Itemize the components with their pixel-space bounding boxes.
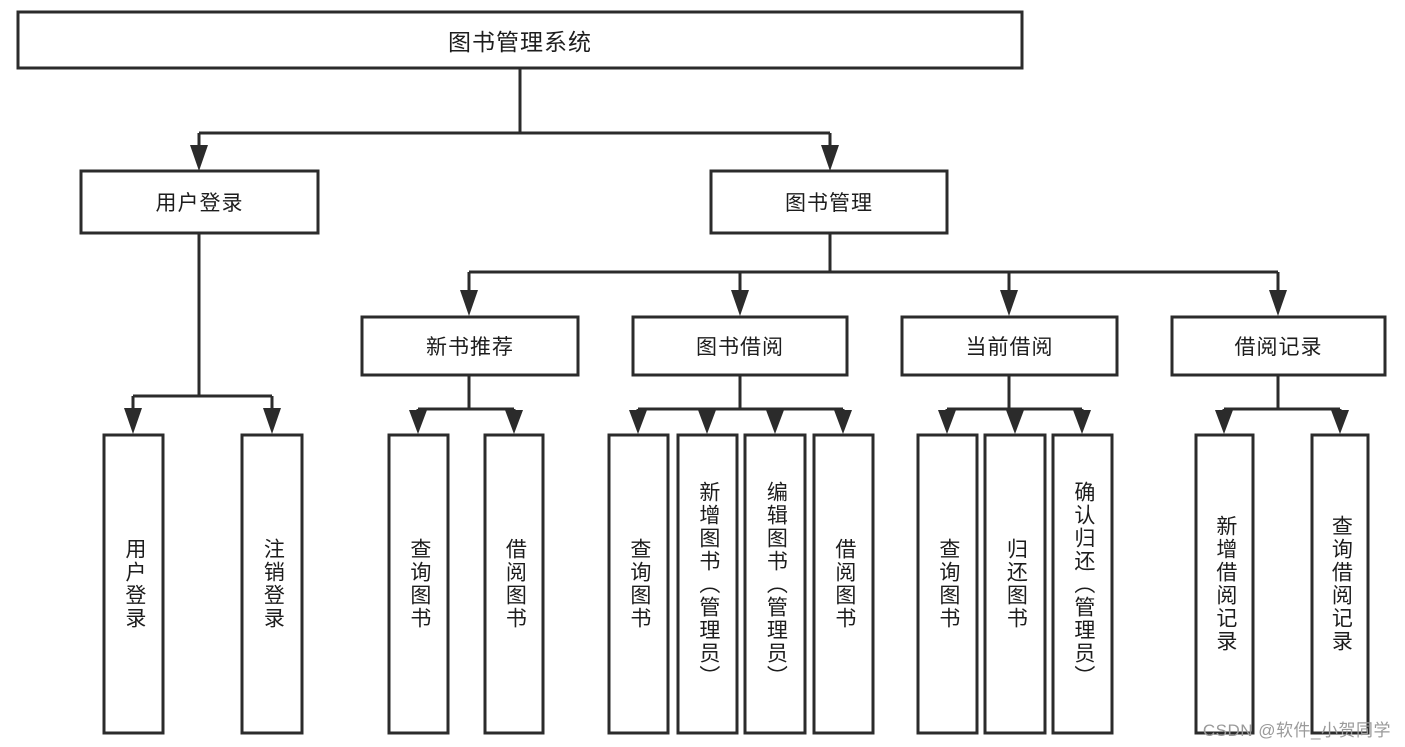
leaf-box-user-login-1[interactable]	[102, 433, 165, 735]
connector-borrow-record-to-leaves	[1215, 375, 1349, 434]
node-book-manage-box[interactable]	[709, 169, 949, 235]
leaf-box-borrow-record-1[interactable]	[1194, 433, 1255, 735]
leaf-box-book-borrow-4[interactable]	[812, 433, 875, 735]
leaf-box-borrow-record-2[interactable]	[1310, 433, 1370, 735]
leaf-box-book-borrow-1[interactable]	[607, 433, 670, 735]
leaf-box-book-borrow-2[interactable]	[676, 433, 739, 735]
leaf-box-book-borrow-3[interactable]	[743, 433, 807, 735]
leaf-box-new-book-1[interactable]	[387, 433, 450, 735]
leaf-box-current-borrow-3[interactable]	[1051, 433, 1114, 735]
node-borrow-record-box[interactable]	[1170, 315, 1387, 377]
node-book-borrow-box[interactable]	[631, 315, 849, 377]
connector-new-book-to-leaves	[409, 375, 523, 434]
leaf-box-user-login-2[interactable]	[240, 433, 304, 735]
leaf-box-new-book-2[interactable]	[483, 433, 545, 735]
node-root-box[interactable]	[16, 10, 1024, 70]
leaf-box-current-borrow-1[interactable]	[916, 433, 979, 735]
leaf-box-current-borrow-2[interactable]	[983, 433, 1047, 735]
connector-book-manage-to-level3	[460, 233, 1287, 316]
node-current-borrow-box[interactable]	[900, 315, 1119, 377]
connector-book-borrow-to-leaves	[629, 375, 852, 434]
connector-root-to-level2	[190, 68, 839, 171]
connector-current-borrow-to-leaves	[938, 375, 1091, 434]
connector-user-login-to-leaves	[124, 233, 281, 434]
node-new-book-box[interactable]	[360, 315, 580, 377]
node-user-login-box[interactable]	[79, 169, 320, 235]
